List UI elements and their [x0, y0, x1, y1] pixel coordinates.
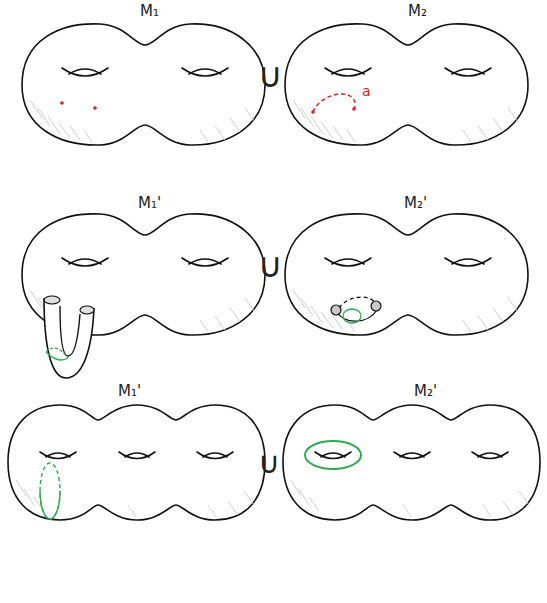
union-symbol: ∪: [258, 58, 283, 92]
surface-label: M₁': [138, 196, 161, 211]
surface-label: a: [362, 84, 371, 98]
surface-label: M₁': [118, 384, 141, 399]
surface-label: M₁: [140, 4, 159, 19]
surface-label: M₂: [408, 4, 427, 19]
union-symbol: ∪: [258, 448, 280, 478]
union-symbol: ∪: [258, 248, 283, 282]
surface-label: M₂': [404, 196, 427, 211]
surface-label: M₂': [414, 384, 437, 399]
